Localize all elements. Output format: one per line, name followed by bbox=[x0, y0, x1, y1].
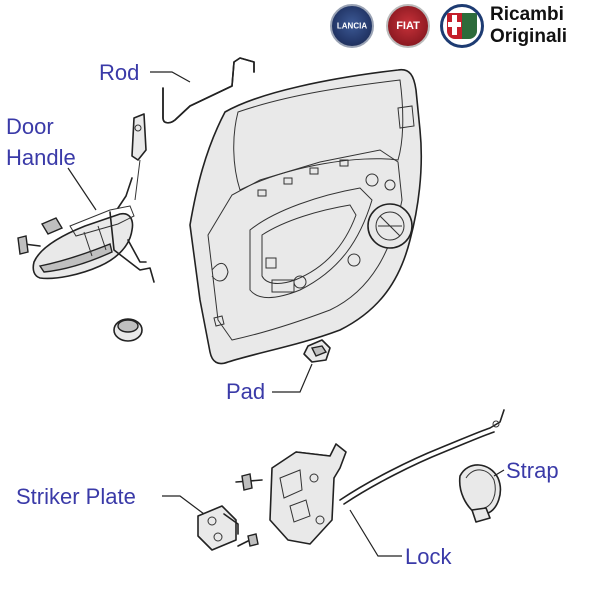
strap-leader bbox=[493, 469, 505, 477]
pad-part bbox=[303, 339, 331, 363]
door-handle-label-line1: Door bbox=[6, 114, 54, 139]
striker-plate-leader bbox=[162, 495, 205, 515]
rod-leader bbox=[150, 71, 191, 83]
fiat-logo: FIAT bbox=[386, 4, 430, 48]
pad-label: Pad bbox=[226, 379, 266, 404]
lock-leader bbox=[349, 509, 402, 557]
door-handle-label-line2: Handle bbox=[6, 145, 76, 170]
brand-line-1: Ricambi bbox=[490, 4, 564, 25]
door-illustration bbox=[189, 68, 423, 365]
door-handle-leader bbox=[67, 167, 97, 211]
alfa-romeo-logo bbox=[440, 4, 484, 48]
pad-leader bbox=[272, 363, 313, 393]
lock-part bbox=[235, 409, 505, 545]
strap-part bbox=[458, 464, 502, 523]
rod-part bbox=[162, 57, 255, 124]
lancia-logo: LANCIA bbox=[330, 4, 374, 48]
brand-line-2: Originali bbox=[490, 26, 568, 47]
strap-label: Strap bbox=[506, 458, 559, 483]
brand-title: Ricambi Originali bbox=[490, 4, 567, 48]
rod-label: Rod bbox=[99, 60, 140, 85]
striker-plate-part bbox=[197, 505, 259, 551]
striker-plate-label: Striker Plate bbox=[16, 484, 136, 509]
door-handle-part bbox=[17, 113, 155, 342]
lock-label: Lock bbox=[405, 544, 452, 569]
